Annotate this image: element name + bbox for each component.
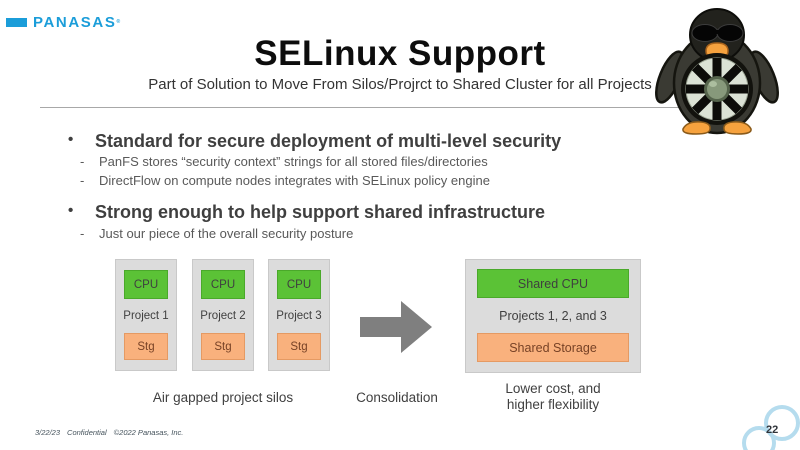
shared-projects-label: Projects 1, 2, and 3: [499, 308, 607, 323]
slide-title: SELinux Support: [254, 34, 546, 73]
bullet-marker: •: [68, 131, 74, 148]
footer-date: 3/22/23: [35, 428, 61, 437]
panasas-logo-text: PANASAS®: [33, 14, 122, 31]
sub-bullet-text: PanFS stores “security context” strings …: [99, 154, 488, 169]
dash-marker: -: [80, 154, 85, 169]
footer-confidential: Confidential: [67, 428, 107, 437]
selinux-penguin-mascot-icon: [655, 8, 779, 135]
bullet-text: Standard for secure deployment of multi-…: [95, 131, 562, 151]
storage-chip: Stg: [201, 333, 245, 360]
caption-line: Lower cost, and: [505, 381, 601, 396]
trademark-mark: ®: [116, 19, 122, 25]
project-silo-box: CPU Project 3 Stg: [268, 259, 330, 371]
bullet-item: • Strong enough to help support shared i…: [66, 202, 666, 222]
penguin-feet: [682, 121, 752, 135]
header-divider: [40, 107, 752, 108]
vault-wheel: [681, 53, 753, 125]
right-arrow-icon: [360, 301, 432, 353]
sub-bullet-text: DirectFlow on compute nodes integrates w…: [99, 173, 490, 188]
dash-marker: -: [80, 226, 85, 241]
shared-cluster-box: Shared CPU Projects 1, 2, and 3 Shared S…: [465, 259, 641, 373]
sub-bullet-item: - Just our piece of the overall security…: [80, 226, 666, 242]
panasas-infinity-icon: [742, 405, 800, 450]
dash-marker: -: [80, 173, 85, 188]
silo-label: Project 2: [200, 310, 246, 322]
shared-storage-bar: Shared Storage: [477, 333, 629, 362]
storage-chip: Stg: [277, 333, 321, 360]
bullet-text: Strong enough to help support shared inf…: [95, 202, 546, 222]
panasas-logo-bar-icon: [6, 18, 27, 27]
bullet-marker: •: [68, 202, 74, 219]
project-silo-box: CPU Project 1 Stg: [115, 259, 177, 371]
sub-bullet-item: - DirectFlow on compute nodes integrates…: [80, 173, 666, 189]
silo-label: Project 1: [123, 310, 169, 322]
sub-bullet-item: - PanFS stores “security context” string…: [80, 154, 666, 170]
footer-copyright: ©2022 Panasas, Inc.: [113, 428, 184, 437]
cpu-chip: CPU: [124, 270, 168, 299]
shared-cpu-bar: Shared CPU: [477, 269, 629, 298]
slide-footer: 3/22/23 Confidential ©2022 Panasas, Inc.: [35, 428, 183, 437]
bullet-list: • Standard for secure deployment of mult…: [66, 131, 666, 242]
storage-chip: Stg: [124, 333, 168, 360]
slide-subtitle: Part of Solution to Move From Silos/Proj…: [148, 76, 652, 93]
bullet-item: • Standard for secure deployment of mult…: [66, 131, 666, 151]
cpu-chip: CPU: [277, 270, 321, 299]
silo-label: Project 3: [276, 310, 322, 322]
sub-bullet-text: Just our piece of the overall security p…: [99, 226, 354, 241]
page-number: 22: [766, 424, 779, 436]
cpu-chip: CPU: [201, 270, 245, 299]
caption-consolidation: Consolidation: [356, 390, 438, 405]
sunglasses: [691, 24, 744, 42]
caption-lower-cost: Lower cost, and higher flexibility: [462, 381, 644, 413]
panasas-logo: PANASAS®: [6, 15, 122, 30]
caption-line: higher flexibility: [506, 397, 600, 412]
project-silo-box: CPU Project 2 Stg: [192, 259, 254, 371]
caption-air-gapped: Air gapped project silos: [152, 390, 294, 405]
